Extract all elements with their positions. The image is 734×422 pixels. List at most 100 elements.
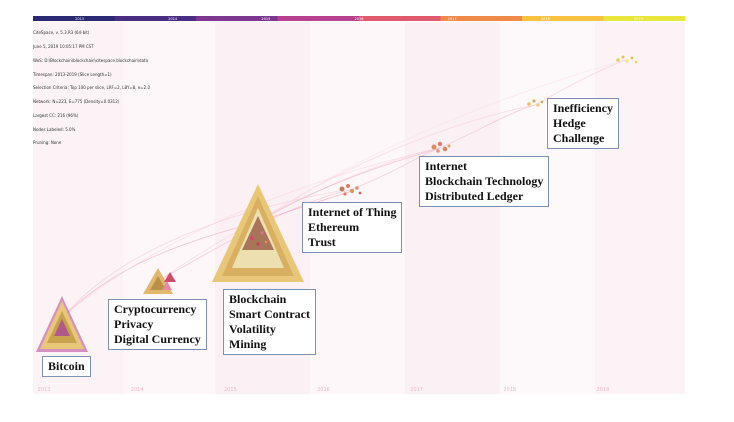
citation-link — [439, 104, 536, 149]
time-band — [405, 22, 500, 394]
timeline-year-top: 2015 — [261, 17, 270, 21]
timeline-year-top: 2013 — [75, 17, 84, 21]
label-line: Challenge — [553, 131, 605, 145]
label-line: Internet of Thing — [308, 205, 397, 219]
timeline-segment — [440, 16, 523, 21]
time-band — [500, 22, 595, 394]
timeline-year-bottom: 2014 — [131, 387, 144, 393]
node-dot — [256, 242, 260, 246]
node-internet[interactable] — [431, 141, 451, 153]
citation-link — [61, 221, 259, 319]
citation-link — [534, 59, 626, 106]
node-dot — [442, 146, 448, 152]
label-cryptocurrency[interactable]: Cryptocurrency Privacy Digital Currency — [108, 299, 207, 350]
node-inefficiency[interactable] — [527, 99, 544, 107]
timeline-year-top: 2014 — [168, 17, 178, 21]
label-line: Digital Currency — [114, 332, 201, 346]
info-line: Timespan: 2013-2019 (Slice Length=1) — [33, 71, 112, 77]
label-line: Blockchain Technology — [425, 174, 544, 188]
info-line: WoS: D:\Blockchain\blockchain\citespace.… — [33, 57, 149, 63]
node-internet-of-thing[interactable] — [339, 184, 362, 196]
label-line: Smart Contract — [229, 307, 310, 321]
software-info: CiteSpace, v. 5.3.R3 (64-bit) June 5, 20… — [33, 22, 150, 151]
node-dot — [630, 56, 634, 60]
node-dot — [447, 144, 451, 148]
node-small — [164, 272, 176, 282]
info-line: Selection Criteria: Top 100 per slice, L… — [33, 85, 151, 91]
label-internet[interactable]: Internet Blockchain Technology Distribut… — [419, 156, 550, 207]
node-dot — [527, 102, 531, 106]
node-dot — [346, 184, 350, 188]
timeline-year-top: 2019 — [634, 17, 643, 21]
timeline-year-bottom: 2016 — [317, 387, 330, 393]
node-small — [162, 281, 172, 290]
timeline-segment — [277, 16, 360, 21]
timeline-segment — [359, 16, 441, 21]
timeline-year-top: 2018 — [541, 17, 550, 21]
node-dot — [621, 55, 625, 59]
label-line: Cryptocurrency — [114, 302, 197, 316]
info-line: June 5, 2019 10:05:17 PM CST — [33, 43, 94, 49]
timeline-year-top: 2016 — [355, 17, 364, 21]
timeline-segment — [114, 16, 197, 21]
label-line: Blockchain — [229, 292, 287, 306]
node-dot — [625, 59, 629, 63]
label-inefficiency[interactable]: Inefficiency Hedge Challenge — [547, 98, 619, 149]
timeline-segment — [603, 16, 686, 21]
label-line: Privacy — [114, 317, 154, 331]
citation-link — [61, 147, 441, 319]
node-bitcoin[interactable] — [36, 296, 88, 352]
node-dot — [431, 144, 437, 150]
label-line: Distributed Ledger — [425, 189, 524, 203]
time-band — [595, 22, 685, 394]
node-dot — [339, 186, 345, 192]
node-dot — [437, 141, 443, 147]
label-line: Trust — [308, 235, 336, 249]
label-line: Ethereum — [308, 220, 360, 234]
node-dot — [540, 100, 544, 104]
label-line: Mining — [229, 337, 267, 351]
timeline-segment — [33, 16, 115, 21]
timeline-bar — [33, 16, 686, 21]
timeline-segment — [196, 16, 278, 21]
node-core — [150, 276, 166, 290]
info-line: Network: N=223, E=775 (Density=0.0312) — [33, 99, 120, 105]
label-line: Volatility — [229, 322, 276, 336]
node-cryptocurrency[interactable] — [143, 268, 176, 294]
node-dot — [264, 240, 268, 244]
info-line: CiteSpace, v. 5.3.R3 (64-bit) — [33, 30, 90, 36]
citation-link — [257, 59, 626, 223]
info-line: Largest CC: 216 (96%) — [33, 112, 79, 118]
node-dot — [532, 99, 536, 103]
info-line: Nodes Labeled: 5.0% — [33, 126, 76, 132]
node-dot — [634, 60, 638, 64]
node-dot — [436, 149, 440, 153]
label-line: Internet — [425, 159, 467, 173]
citation-links — [61, 59, 626, 319]
node-core — [54, 319, 70, 336]
node-dot — [349, 188, 355, 194]
node-dot — [343, 192, 347, 196]
timeline-year-bottom: 2018 — [503, 387, 516, 393]
timeline-year-bottom: 2013 — [38, 387, 51, 393]
label-blockchain[interactable]: Blockchain Smart Contract Volatility Min… — [223, 289, 316, 355]
label-internet-of-thing[interactable]: Internet of Thing Ethereum Trust — [302, 202, 403, 253]
citation-link — [257, 147, 441, 223]
node-dot — [616, 58, 620, 62]
timeline-segment — [522, 16, 604, 21]
node-2019-cluster[interactable] — [616, 55, 638, 64]
timeline-year-bottom: 2019 — [597, 387, 610, 393]
citation-link — [349, 147, 441, 191]
label-line: Inefficiency — [553, 101, 613, 115]
label-line: Hedge — [553, 116, 586, 130]
node-dot — [536, 103, 540, 107]
node-dot — [250, 236, 254, 240]
node-dot — [260, 231, 264, 235]
label-bitcoin[interactable]: Bitcoin — [42, 356, 91, 377]
node-dot — [355, 186, 359, 190]
node-blockchain[interactable] — [212, 184, 304, 282]
time-bands — [33, 22, 685, 394]
